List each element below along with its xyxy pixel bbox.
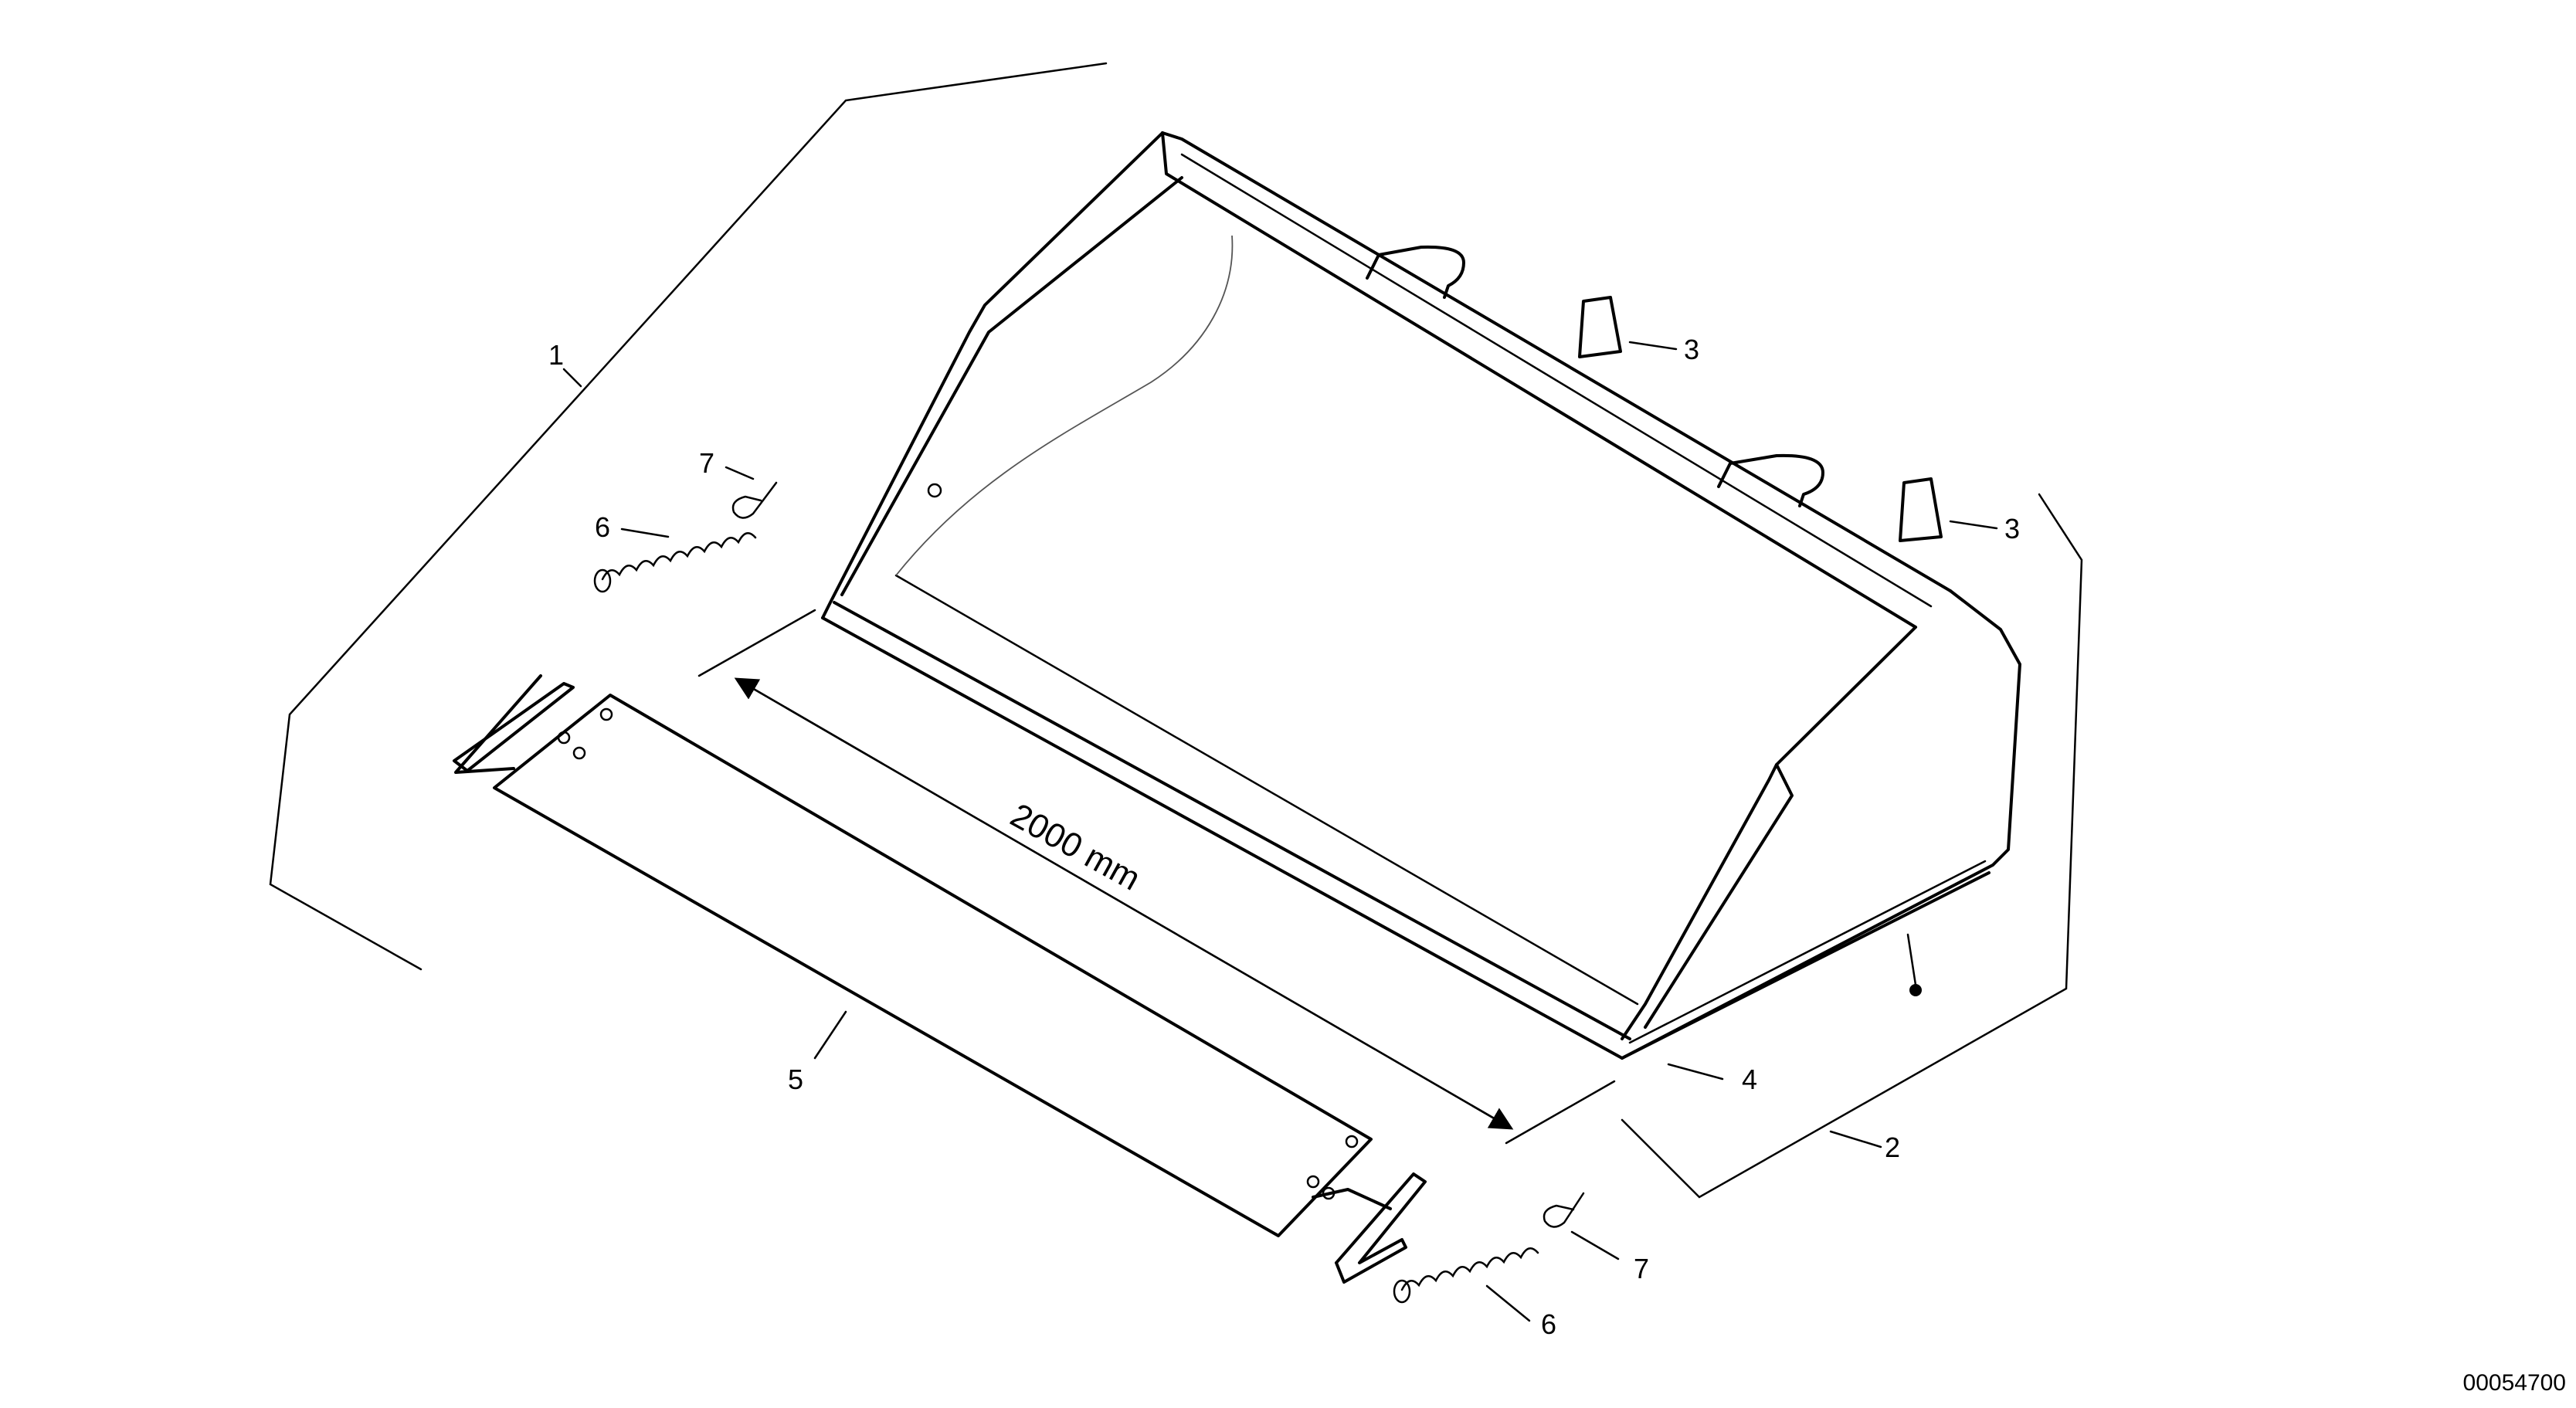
- pad-part-3b: [1899, 477, 1943, 542]
- drawing-number: 00054700: [2463, 1370, 2566, 1396]
- spring-part-6a: [593, 532, 757, 593]
- callout-7b: 7: [1634, 1253, 1649, 1284]
- assembly-bracket-2: [1621, 493, 2083, 1199]
- width-dimension: 2000 mm: [697, 609, 1616, 1145]
- callout-2: 2: [1885, 1131, 1900, 1163]
- callout-6a: 6: [595, 511, 610, 543]
- assembly-bracket-1: [269, 62, 1108, 971]
- callout-1: 1: [548, 339, 564, 371]
- blade-part-5: [454, 674, 1392, 1237]
- callout-5: 5: [788, 1064, 803, 1095]
- side-clip-right: [1335, 1172, 1427, 1284]
- leader-lines: [562, 341, 1998, 1322]
- bucket-body: [821, 131, 2021, 1060]
- callout-6b: 6: [1541, 1308, 1556, 1340]
- pin-part-7a: [731, 481, 778, 519]
- pad-part-3a: [1578, 296, 1622, 358]
- callout-3a: 3: [1684, 334, 1699, 365]
- pin-part-7b: [1543, 1192, 1585, 1228]
- callout-7a: 7: [699, 447, 714, 479]
- side-clip-left: [453, 682, 575, 772]
- spring-part-6b: [1393, 1247, 1539, 1304]
- callout-4: 4: [1742, 1064, 1757, 1095]
- callout-3b: 3: [2004, 513, 2020, 545]
